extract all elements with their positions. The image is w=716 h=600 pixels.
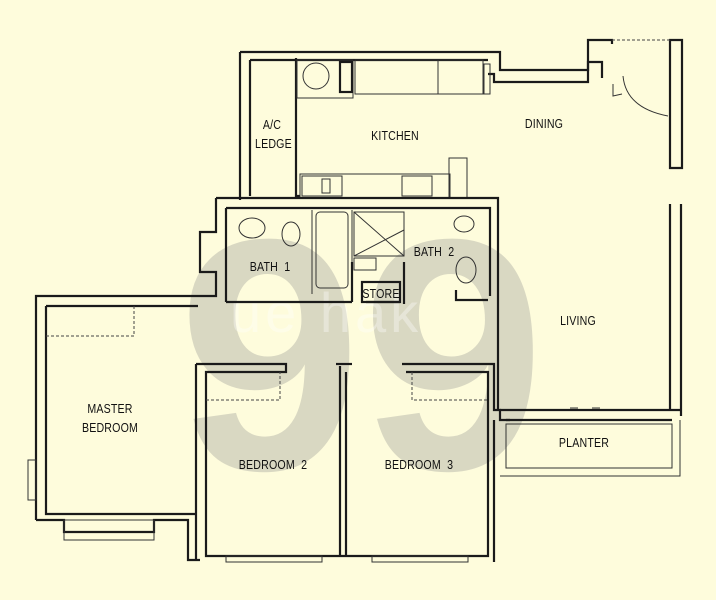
room-label-bedroom-3: BEDROOM 3 (384, 458, 454, 472)
room-label-ac-ledge: A/C LEDGE (255, 118, 292, 151)
room-label-bedroom-2: BEDROOM 2 (238, 458, 308, 472)
watermark-text: ue hak (230, 281, 423, 344)
room-label-living: LIVING (560, 314, 596, 328)
room-label-kitchen: KITCHEN (371, 129, 419, 143)
room-label-planter: PLANTER (558, 436, 610, 450)
room-label-dining: DINING (524, 117, 564, 131)
watermark-99: 99 (178, 170, 546, 539)
room-label-bath-1: BATH 1 (249, 260, 291, 274)
room-label-bath-2: BATH 2 (413, 245, 455, 259)
room-label-store: STORE (362, 287, 400, 301)
walls (27, 38, 684, 563)
room-label-master-bedroom: MASTER BEDROOM (81, 402, 139, 435)
